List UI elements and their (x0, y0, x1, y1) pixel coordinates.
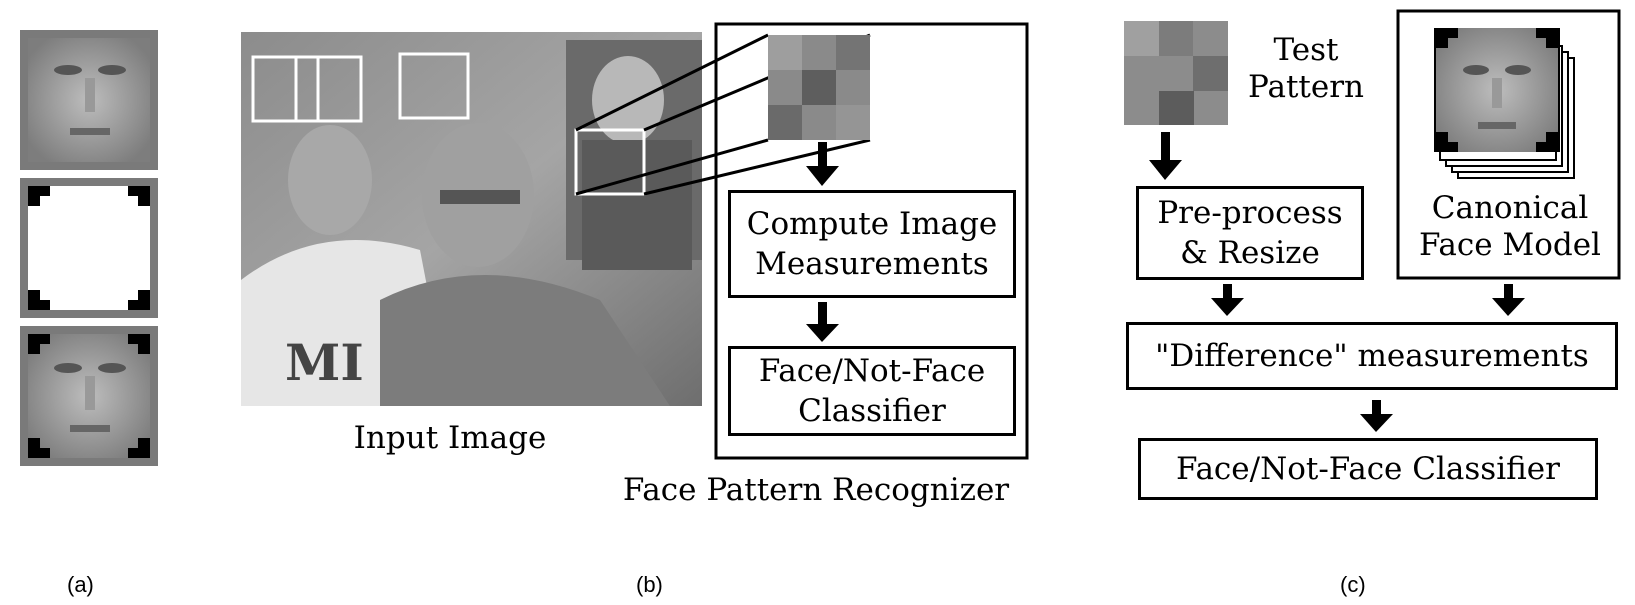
canonical-line-1: Canonical (1431, 190, 1589, 226)
svg-text:MI: MI (285, 333, 364, 392)
preprocess-line-2: & Resize (1180, 235, 1320, 271)
compute-line-2: Measurements (755, 246, 989, 282)
compute-measurements-box: Compute Image Measurements (728, 190, 1016, 298)
test-pattern-line-2: Pattern (1248, 69, 1364, 106)
face-classifier-box-b: Face/Not-Face Classifier (728, 346, 1016, 436)
classifier-b-line-1: Face/Not-Face (758, 352, 986, 389)
input-image-photo: MI (241, 32, 702, 406)
recognizer-title: Face Pattern Recognizer (622, 472, 1010, 508)
caption-c: (c) (1340, 572, 1366, 597)
face-classifier-box-c: Face/Not-Face Classifier (1138, 438, 1598, 500)
canonical-face-stack (1434, 28, 1575, 179)
caption-a: (a) (67, 572, 94, 597)
classifier-b-line-2: Classifier (798, 393, 946, 429)
canonical-line-2: Face Model (1419, 227, 1601, 264)
zoomed-patch-image (768, 35, 870, 140)
recognizer-arrows (806, 142, 839, 342)
test-pattern-image (1124, 21, 1228, 125)
recognizer-frame (714, 22, 1029, 460)
masked-face-image (20, 326, 158, 466)
input-image-label: Input Image (353, 420, 547, 456)
canonical-model-frame (1396, 9, 1621, 280)
difference-measurements-box: "Difference" measurements (1126, 322, 1618, 390)
flow-arrows (1149, 132, 1525, 432)
canonical-face-model-label: Canonical Face Model (1400, 190, 1620, 264)
caption-b: (b) (636, 572, 663, 597)
face-sample-raw (20, 30, 158, 170)
test-pattern-label: Test Pattern (1236, 32, 1376, 106)
test-pattern-line-1: Test (1273, 32, 1339, 68)
oval-mask-image (20, 178, 158, 318)
preprocess-line-1: Pre-process (1157, 194, 1343, 231)
compute-line-1: Compute Image (746, 205, 998, 242)
preprocess-resize-box: Pre-process & Resize (1136, 186, 1364, 280)
